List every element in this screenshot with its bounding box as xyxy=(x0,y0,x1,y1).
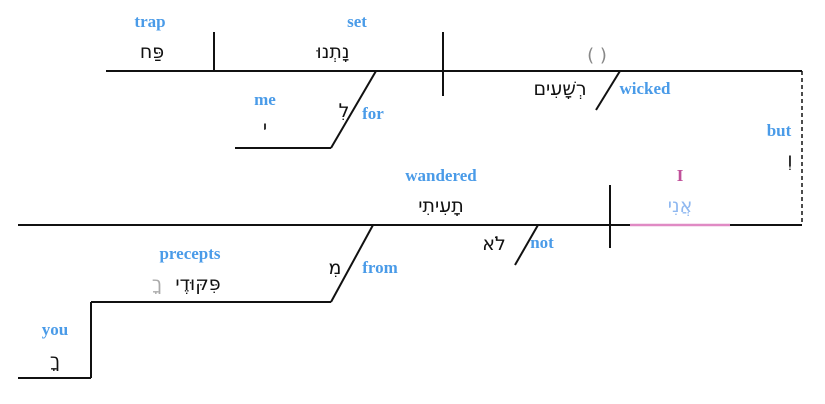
hebrew-from: מִ xyxy=(329,257,342,279)
gloss-precepts: precepts xyxy=(159,244,220,263)
gloss-you: you xyxy=(42,320,68,339)
hebrew-wicked: רְשָׁעִים xyxy=(533,78,586,100)
gloss-set: set xyxy=(347,12,367,31)
gloss-from: from xyxy=(362,258,398,277)
hebrew-trap: פַּח xyxy=(140,41,164,63)
prep-slant-for xyxy=(330,70,377,149)
hebrew-not: לֹא xyxy=(482,233,506,255)
hebrew-wandered: תָעִיתִי xyxy=(418,195,464,217)
hebrew-for: לִ xyxy=(339,100,350,122)
gloss-wandered: wandered xyxy=(405,166,477,185)
gloss-me: me xyxy=(254,90,276,109)
hebrew-precepts: פִּקּוּדֶי xyxy=(175,273,220,295)
modifier-slant-not xyxy=(514,224,539,266)
gloss-I: I xyxy=(677,166,684,185)
gloss-wicked: wicked xyxy=(620,79,672,98)
hebrew-I: אֲנִי xyxy=(668,195,693,217)
gloss-trap: trap xyxy=(134,12,165,31)
hebrew-but: וְ xyxy=(787,149,792,171)
gloss-but: but xyxy=(767,121,792,140)
gloss-for: for xyxy=(362,104,384,123)
gloss-not: not xyxy=(530,233,554,252)
hebrew-precepts-suffix: ךָ xyxy=(152,273,162,295)
prep-slant-from xyxy=(330,224,374,303)
hebrew-you: ךָ xyxy=(50,350,60,372)
modifier-slant-wicked xyxy=(595,70,621,111)
hebrew-me: י xyxy=(263,117,267,139)
hebrew-set: נָתְנוּ xyxy=(316,41,350,63)
subject-placeholder: ( ) xyxy=(587,45,607,66)
